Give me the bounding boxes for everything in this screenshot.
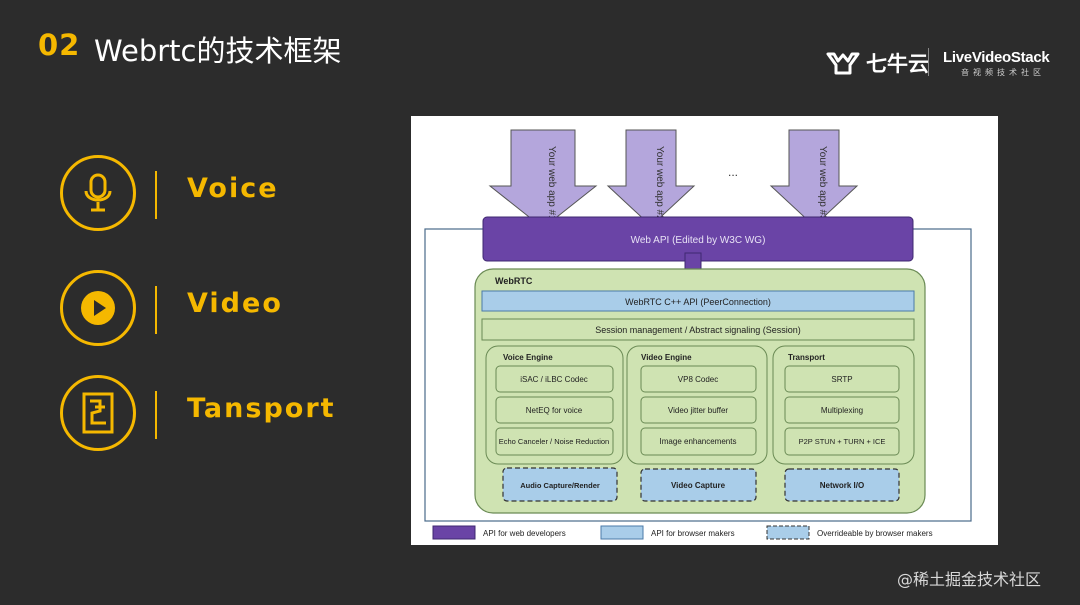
transport-item-1: [784, 365, 900, 393]
web-api-label: Web API (Edited by W3C WG): [631, 235, 766, 246]
item-video: Video: [60, 270, 380, 350]
voice-label: Voice: [187, 173, 279, 204]
legend-swatch-browser: [600, 525, 644, 540]
legend-label-overrideable: Overrideable by browser makers: [817, 529, 933, 538]
qiniu-logo: 七牛云: [826, 48, 929, 78]
voice-circle: [60, 155, 136, 231]
item-voice: Voice: [60, 155, 380, 235]
transport-item-3-label: P2P STUN + TURN + ICE: [799, 437, 886, 446]
voice-divider: [155, 171, 157, 219]
video-engine-item-1: [640, 365, 757, 393]
transport-title: Transport: [788, 353, 825, 362]
video-circle: [60, 270, 136, 346]
voice-engine-item-2: [495, 396, 614, 424]
diagram-canvas: Your web app #1 Your web app #2 Your web…: [424, 129, 972, 540]
transport-item-2: [784, 396, 900, 424]
transport-divider: [155, 391, 157, 439]
cpp-api-bar: [481, 290, 915, 312]
play-icon: [81, 291, 115, 325]
video-engine-title: Video Engine: [641, 353, 692, 362]
voice-engine-item-1-label: iSAC / iLBC Codec: [520, 375, 588, 384]
video-capture-label: Video Capture: [671, 481, 726, 490]
video-divider: [155, 286, 157, 334]
audio-capture-box: [502, 467, 618, 502]
app-label-3: Your web app #3: [817, 146, 828, 221]
session-bar: [481, 318, 915, 341]
app-arrow-3: Your web app #3: [769, 129, 859, 227]
qiniu-logo-icon: [826, 52, 860, 75]
transport-icon: [82, 392, 114, 434]
legend-label-web: API for web developers: [483, 529, 566, 538]
watermark: @稀土掘金技术社区: [897, 570, 1042, 589]
webrtc-title: WebRTC: [495, 276, 533, 286]
video-engine-item-3: [640, 427, 757, 456]
logo-divider: [928, 48, 929, 76]
video-capture-box: [640, 468, 757, 502]
video-engine-item-3-label: Image enhancements: [660, 437, 737, 446]
network-io-label: Network I/O: [820, 481, 864, 490]
webrtc-architecture-diagram: Your web app #1 Your web app #2 Your web…: [411, 116, 998, 545]
apps-ellipsis: ...: [728, 165, 738, 179]
session-label: Session management / Abstract signaling …: [595, 325, 801, 335]
item-transport: Tansport: [60, 375, 380, 455]
livevideostack-logo-text: LiveVideoStack: [943, 49, 1050, 66]
livevideostack-logo: LiveVideoStack 音视频技术社区: [943, 49, 1050, 78]
voice-engine-item-2-label: NetEQ for voice: [526, 406, 583, 415]
legend-swatch-web: [432, 525, 476, 540]
transport-circle: [60, 375, 136, 451]
cpp-api-label: WebRTC C++ API (PeerConnection): [625, 297, 771, 307]
transport-item-2-label: Multiplexing: [821, 406, 863, 415]
transport-label: Tansport: [187, 393, 336, 424]
legend-swatch-overrideable: [766, 525, 810, 540]
network-io-box: [784, 468, 900, 502]
qiniu-logo-text: 七牛云: [866, 52, 929, 76]
livevideostack-logo-subtext: 音视频技术社区: [961, 68, 1045, 77]
app-label-2: Your web app #2: [654, 146, 665, 221]
voice-engine-item-3-label: Echo Canceler / Noise Reduction: [499, 437, 609, 446]
voice-engine-title: Voice Engine: [503, 353, 553, 362]
voice-engine-item-3: [495, 427, 614, 456]
video-engine-item-1-label: VP8 Codec: [678, 375, 718, 384]
voice-engine-item-1: [495, 365, 614, 393]
app-arrow-2: Your web app #2: [606, 129, 696, 227]
microphone-icon: [84, 173, 112, 212]
section-number: 02: [38, 28, 81, 62]
video-label: Video: [187, 288, 283, 319]
app-arrow-1: Your web app #1: [488, 129, 598, 229]
legend-label-browser: API for browser makers: [651, 529, 735, 538]
app-label-1: Your web app #1: [546, 146, 557, 221]
transport-item-1-label: SRTP: [831, 375, 852, 384]
transport-item-3-label-text: P2P STUN + TURN + ICE: [799, 437, 886, 446]
video-engine-item-2-label: Video jitter buffer: [668, 406, 729, 415]
transport-item-3: [784, 427, 900, 456]
video-engine-item-2: [640, 396, 757, 424]
page-title: Webrtc的技术框架: [94, 34, 342, 68]
audio-capture-label: Audio Capture/Render: [520, 481, 600, 490]
